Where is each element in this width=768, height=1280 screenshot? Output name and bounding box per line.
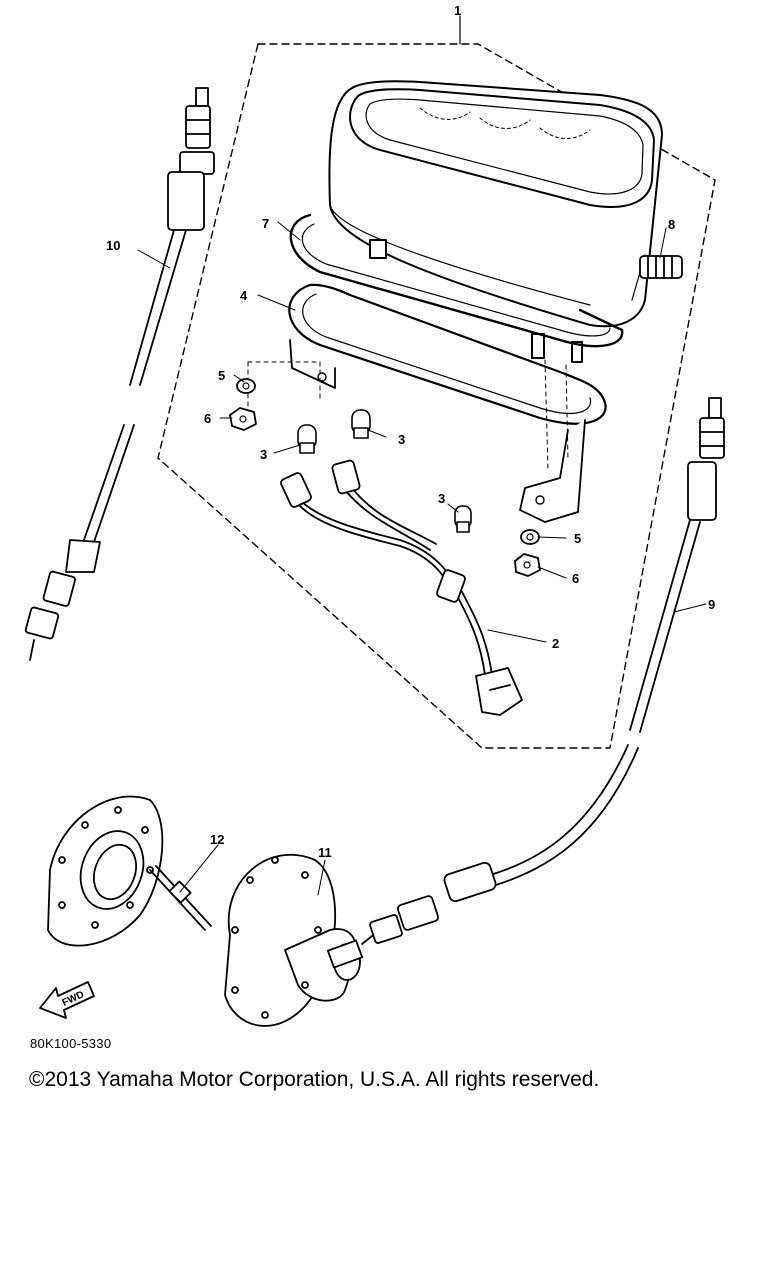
callout-5-right: 5	[574, 531, 581, 546]
callout-12: 12	[210, 832, 224, 847]
flange-plate	[47, 795, 164, 947]
parts-diagram: FWD 1 2 3 3 3 4 5 5 6 6 7 8 9 10 11 12	[24, 3, 725, 1027]
callout-4: 4	[240, 288, 248, 303]
callout-8: 8	[668, 217, 675, 232]
callout-1: 1	[454, 3, 461, 18]
washer-right	[520, 529, 540, 545]
bulb-middle	[297, 424, 317, 454]
bulb-upper	[351, 409, 371, 439]
forward-arrow-icon	[39, 981, 95, 1019]
callout-10: 10	[106, 238, 120, 253]
gasket	[289, 213, 624, 348]
washer-left	[236, 378, 256, 394]
wire-harness	[280, 459, 523, 716]
callout-7: 7	[262, 216, 269, 231]
gear-unit	[224, 854, 364, 1027]
callout-5-left: 5	[218, 368, 225, 383]
copyright-notice: ©2013 Yamaha Motor Corporation, U.S.A. A…	[29, 1068, 600, 1091]
nut-left	[229, 407, 257, 431]
assembly-boundary	[157, 43, 716, 749]
reset-knob	[639, 255, 683, 279]
meter-housing	[328, 80, 663, 363]
diagram-part-code: 80K100-5330	[30, 1036, 112, 1051]
callout-3-lower: 3	[438, 491, 445, 506]
cable-right	[361, 397, 725, 945]
callout-3-left: 3	[260, 447, 267, 462]
drive-shaft	[149, 865, 212, 931]
bracket	[288, 283, 607, 523]
callout-2: 2	[552, 636, 559, 651]
nut-right	[514, 553, 541, 577]
callout-9: 9	[708, 597, 715, 612]
leader-lines	[137, 221, 707, 896]
callout-3-upper: 3	[398, 432, 405, 447]
callout-11: 11	[318, 845, 332, 860]
callout-6-left: 6	[204, 411, 211, 426]
callout-6-right: 6	[572, 571, 579, 586]
cable-left	[24, 87, 215, 661]
bulb-lower	[454, 505, 472, 533]
